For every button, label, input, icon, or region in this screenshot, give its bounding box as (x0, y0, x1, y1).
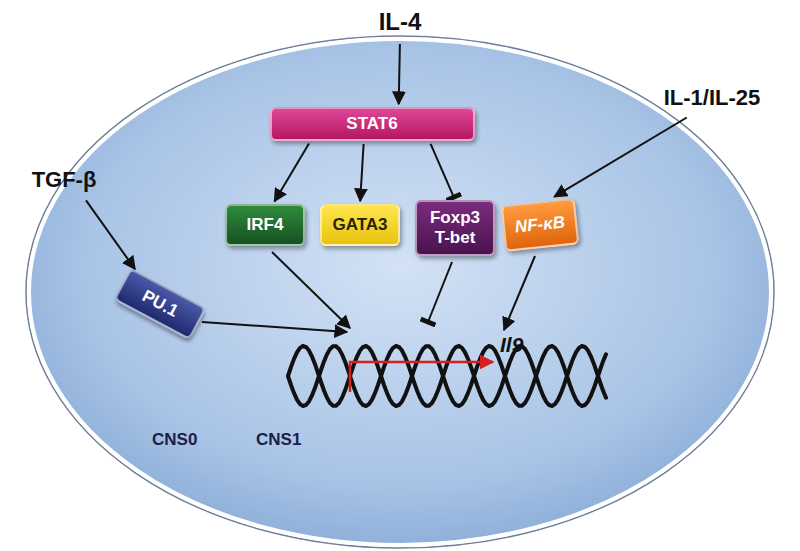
transcription-factor-box: STAT6 (270, 107, 475, 141)
nfkb-to-il9-arrow (504, 256, 535, 330)
activation-arrow (86, 200, 135, 269)
pu1-to-il9-arrow (202, 322, 347, 332)
signal-label: IL-4 (371, 3, 430, 41)
node-text: IL-4 (379, 8, 422, 36)
node-text: Foxp3 T-bet (424, 208, 486, 247)
cell-outline (26, 36, 774, 548)
node-text: IRF4 (247, 215, 284, 235)
node-text: STAT6 (346, 114, 397, 134)
signal-label: TGF-β (24, 162, 105, 198)
dna-strand (288, 346, 606, 406)
signal-label: IL-1/IL-25 (656, 80, 769, 116)
activation-arrow (399, 44, 400, 104)
transcription-factor-box: Foxp3 T-bet (415, 200, 495, 256)
activation-arrow (554, 118, 687, 197)
transcription-factor-box: PU.1 (114, 268, 207, 340)
transcription-factor-box: NF-κB (501, 198, 579, 251)
transcription-factor-box: GATA3 (320, 204, 400, 246)
node-text: TGF-β (32, 167, 97, 192)
node-text: NF-κB (514, 213, 566, 238)
inhibition-connector (431, 144, 454, 197)
cell-body (29, 39, 771, 545)
node-text: GATA3 (332, 215, 387, 235)
transcription-factor-box: IRF4 (225, 204, 305, 246)
transcription-start-arrow (350, 362, 493, 392)
activation-arrow (275, 144, 310, 202)
foxp3-inhibits-il9 (428, 262, 452, 322)
irf4-to-il9-arrow (272, 252, 350, 328)
gene-label: Il9 (500, 333, 523, 357)
activation-arrow (360, 144, 363, 201)
node-text: IL-1/IL-25 (664, 85, 761, 110)
dna-strand (288, 346, 606, 406)
dna-helix (288, 346, 606, 406)
region-label: CNS1 (256, 430, 301, 450)
node-text: PU.1 (139, 286, 182, 321)
region-label: CNS0 (152, 430, 197, 450)
